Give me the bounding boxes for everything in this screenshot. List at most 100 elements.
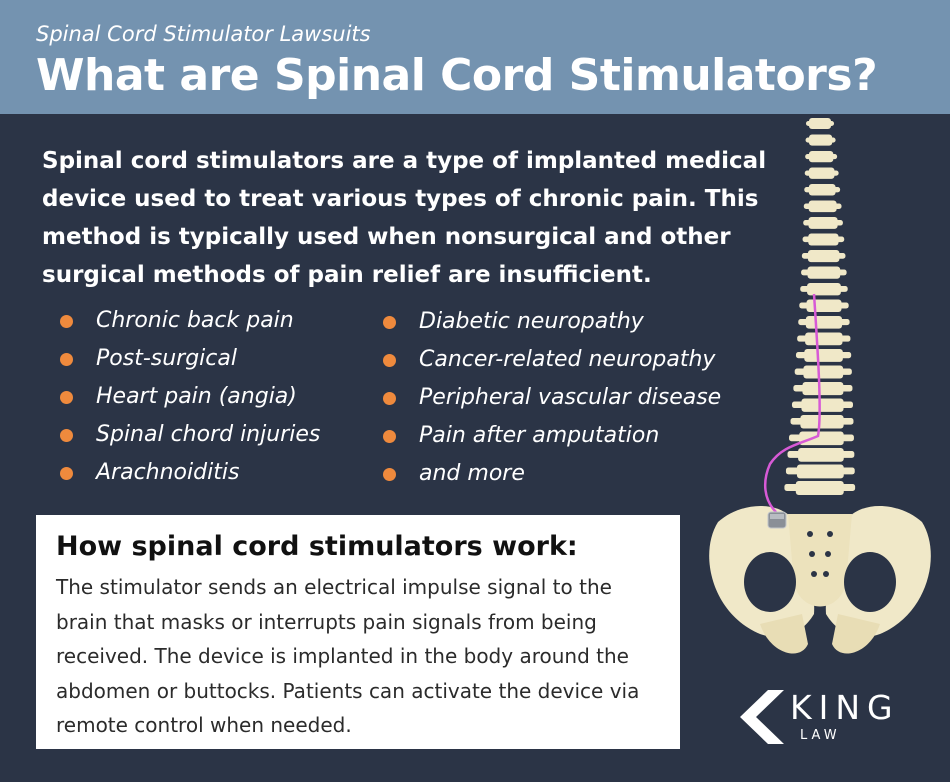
vertebra-icon: [808, 233, 839, 246]
vertebra-process-icon: [830, 170, 839, 176]
vertebra-process-icon: [797, 335, 810, 342]
vertebra-process-icon: [795, 352, 809, 359]
vertebra-icon: [802, 382, 844, 396]
list-item: Arachnoiditis: [60, 454, 320, 492]
vertebra-process-icon: [800, 286, 812, 292]
vertebra-process-icon: [829, 154, 838, 160]
vertebra-process-icon: [791, 401, 806, 409]
vertebra-process-icon: [839, 451, 855, 458]
logo-subtext: LAW: [800, 728, 841, 743]
vertebra-icon: [808, 200, 837, 213]
vertebra-icon: [803, 365, 844, 379]
vertebra-icon: [809, 118, 831, 129]
list-item-label: Heart pain (angia): [96, 384, 297, 409]
vertebra-process-icon: [794, 368, 808, 375]
header-banner: Spinal Cord Stimulator Lawsuits What are…: [0, 0, 950, 114]
vertebra-process-icon: [798, 319, 810, 326]
vertebra-process-icon: [805, 121, 813, 126]
list-item-label: Arachnoiditis: [96, 460, 240, 485]
intro-paragraph: Spinal cord stimulators are a type of im…: [42, 148, 767, 288]
king-law-logo: KING LAW: [740, 688, 940, 758]
vertebra-process-icon: [831, 187, 841, 193]
bullet-dot-icon: [383, 354, 396, 367]
lead-wire-icon: [763, 293, 821, 513]
vertebra-icon: [805, 332, 843, 346]
list-item-label: Pain after amputation: [419, 423, 660, 448]
vertebra-icon: [808, 151, 834, 163]
header-kicker: Spinal Cord Stimulator Lawsuits: [36, 22, 371, 46]
list-item: Peripheral vascular disease: [383, 379, 721, 417]
vertebra-process-icon: [837, 302, 849, 309]
list-item-label: Spinal chord injuries: [96, 422, 321, 447]
vertebra-icon: [798, 448, 844, 462]
bullet-dot-icon: [383, 430, 396, 443]
vertebra-icon: [796, 464, 844, 479]
pelvis-icon: [709, 505, 931, 654]
stimulator-device-icon: [767, 511, 787, 529]
vertebra-process-icon: [836, 286, 848, 292]
list-item: Post-surgical: [60, 340, 320, 378]
vertebra-process-icon: [828, 137, 836, 143]
list-item: Cancer-related neuropathy: [383, 341, 721, 379]
bullet-dot-icon: [383, 316, 396, 329]
vertebra-process-icon: [801, 253, 812, 259]
bullet-dot-icon: [383, 392, 396, 405]
vertebra-icon: [808, 134, 833, 146]
list-item-label: Peripheral vascular disease: [419, 385, 722, 410]
vertebra-icon: [805, 316, 843, 329]
vertebra-process-icon: [827, 121, 835, 126]
vertebra-process-icon: [790, 418, 805, 425]
vertebra-process-icon: [839, 418, 854, 425]
how-it-works-box: How spinal cord stimulators work: The st…: [36, 515, 680, 749]
list-item: and more: [383, 455, 721, 493]
vertebra-process-icon: [835, 253, 846, 259]
vertebra-icon: [800, 415, 844, 429]
list-item: Spinal chord injuries: [60, 416, 320, 454]
vertebra-icon: [808, 167, 835, 179]
vertebra-process-icon: [804, 170, 813, 176]
list-item-label: Post-surgical: [96, 346, 237, 371]
bullet-dot-icon: [60, 391, 73, 404]
vertebra-process-icon: [839, 401, 853, 409]
vertebra-process-icon: [787, 451, 803, 458]
vertebra-process-icon: [803, 203, 813, 209]
list-item: Chronic back pain: [60, 302, 320, 340]
vertebra-process-icon: [839, 368, 852, 375]
vertebra-icon: [795, 481, 844, 495]
vertebra-process-icon: [802, 236, 813, 243]
bullet-dot-icon: [383, 468, 396, 481]
vertebra-process-icon: [805, 154, 813, 160]
bullet-dot-icon: [60, 315, 73, 328]
list-item-label: Chronic back pain: [96, 308, 294, 333]
vertebra-icon: [807, 283, 841, 296]
vertebra-icon: [804, 349, 843, 362]
vertebra-process-icon: [801, 269, 812, 276]
bullet-dot-icon: [60, 353, 73, 366]
conditions-list-right: Diabetic neuropathy Cancer-related neuro…: [383, 303, 721, 493]
chevron-logo-icon: [740, 690, 784, 744]
vertebra-process-icon: [799, 302, 811, 309]
vertebra-process-icon: [836, 269, 847, 276]
vertebra-process-icon: [834, 236, 845, 243]
conditions-list-left: Chronic back pain Post-surgical Heart pa…: [60, 302, 320, 492]
vertebra-process-icon: [839, 467, 855, 475]
vertebra-process-icon: [832, 203, 842, 209]
logo-wordmark: KING: [790, 688, 900, 727]
vertebra-icon: [807, 266, 841, 279]
vertebra-process-icon: [839, 484, 856, 491]
vertebra-process-icon: [805, 137, 813, 143]
bullet-dot-icon: [60, 429, 73, 442]
vertebra-icon: [808, 184, 836, 196]
spine-and-pelvis-illustration-icon: [709, 118, 931, 654]
list-item: Diabetic neuropathy: [383, 303, 721, 341]
how-it-works-title: How spinal cord stimulators work:: [56, 531, 578, 562]
vertebra-process-icon: [833, 220, 843, 226]
vertebra-process-icon: [839, 385, 853, 392]
page-title: What are Spinal Cord Stimulators?: [36, 50, 878, 101]
vertebra-process-icon: [839, 434, 854, 442]
vertebra-process-icon: [804, 187, 813, 193]
vertebra-icon: [799, 431, 844, 446]
vertebra-process-icon: [789, 434, 804, 442]
list-item: Pain after amputation: [383, 417, 721, 455]
